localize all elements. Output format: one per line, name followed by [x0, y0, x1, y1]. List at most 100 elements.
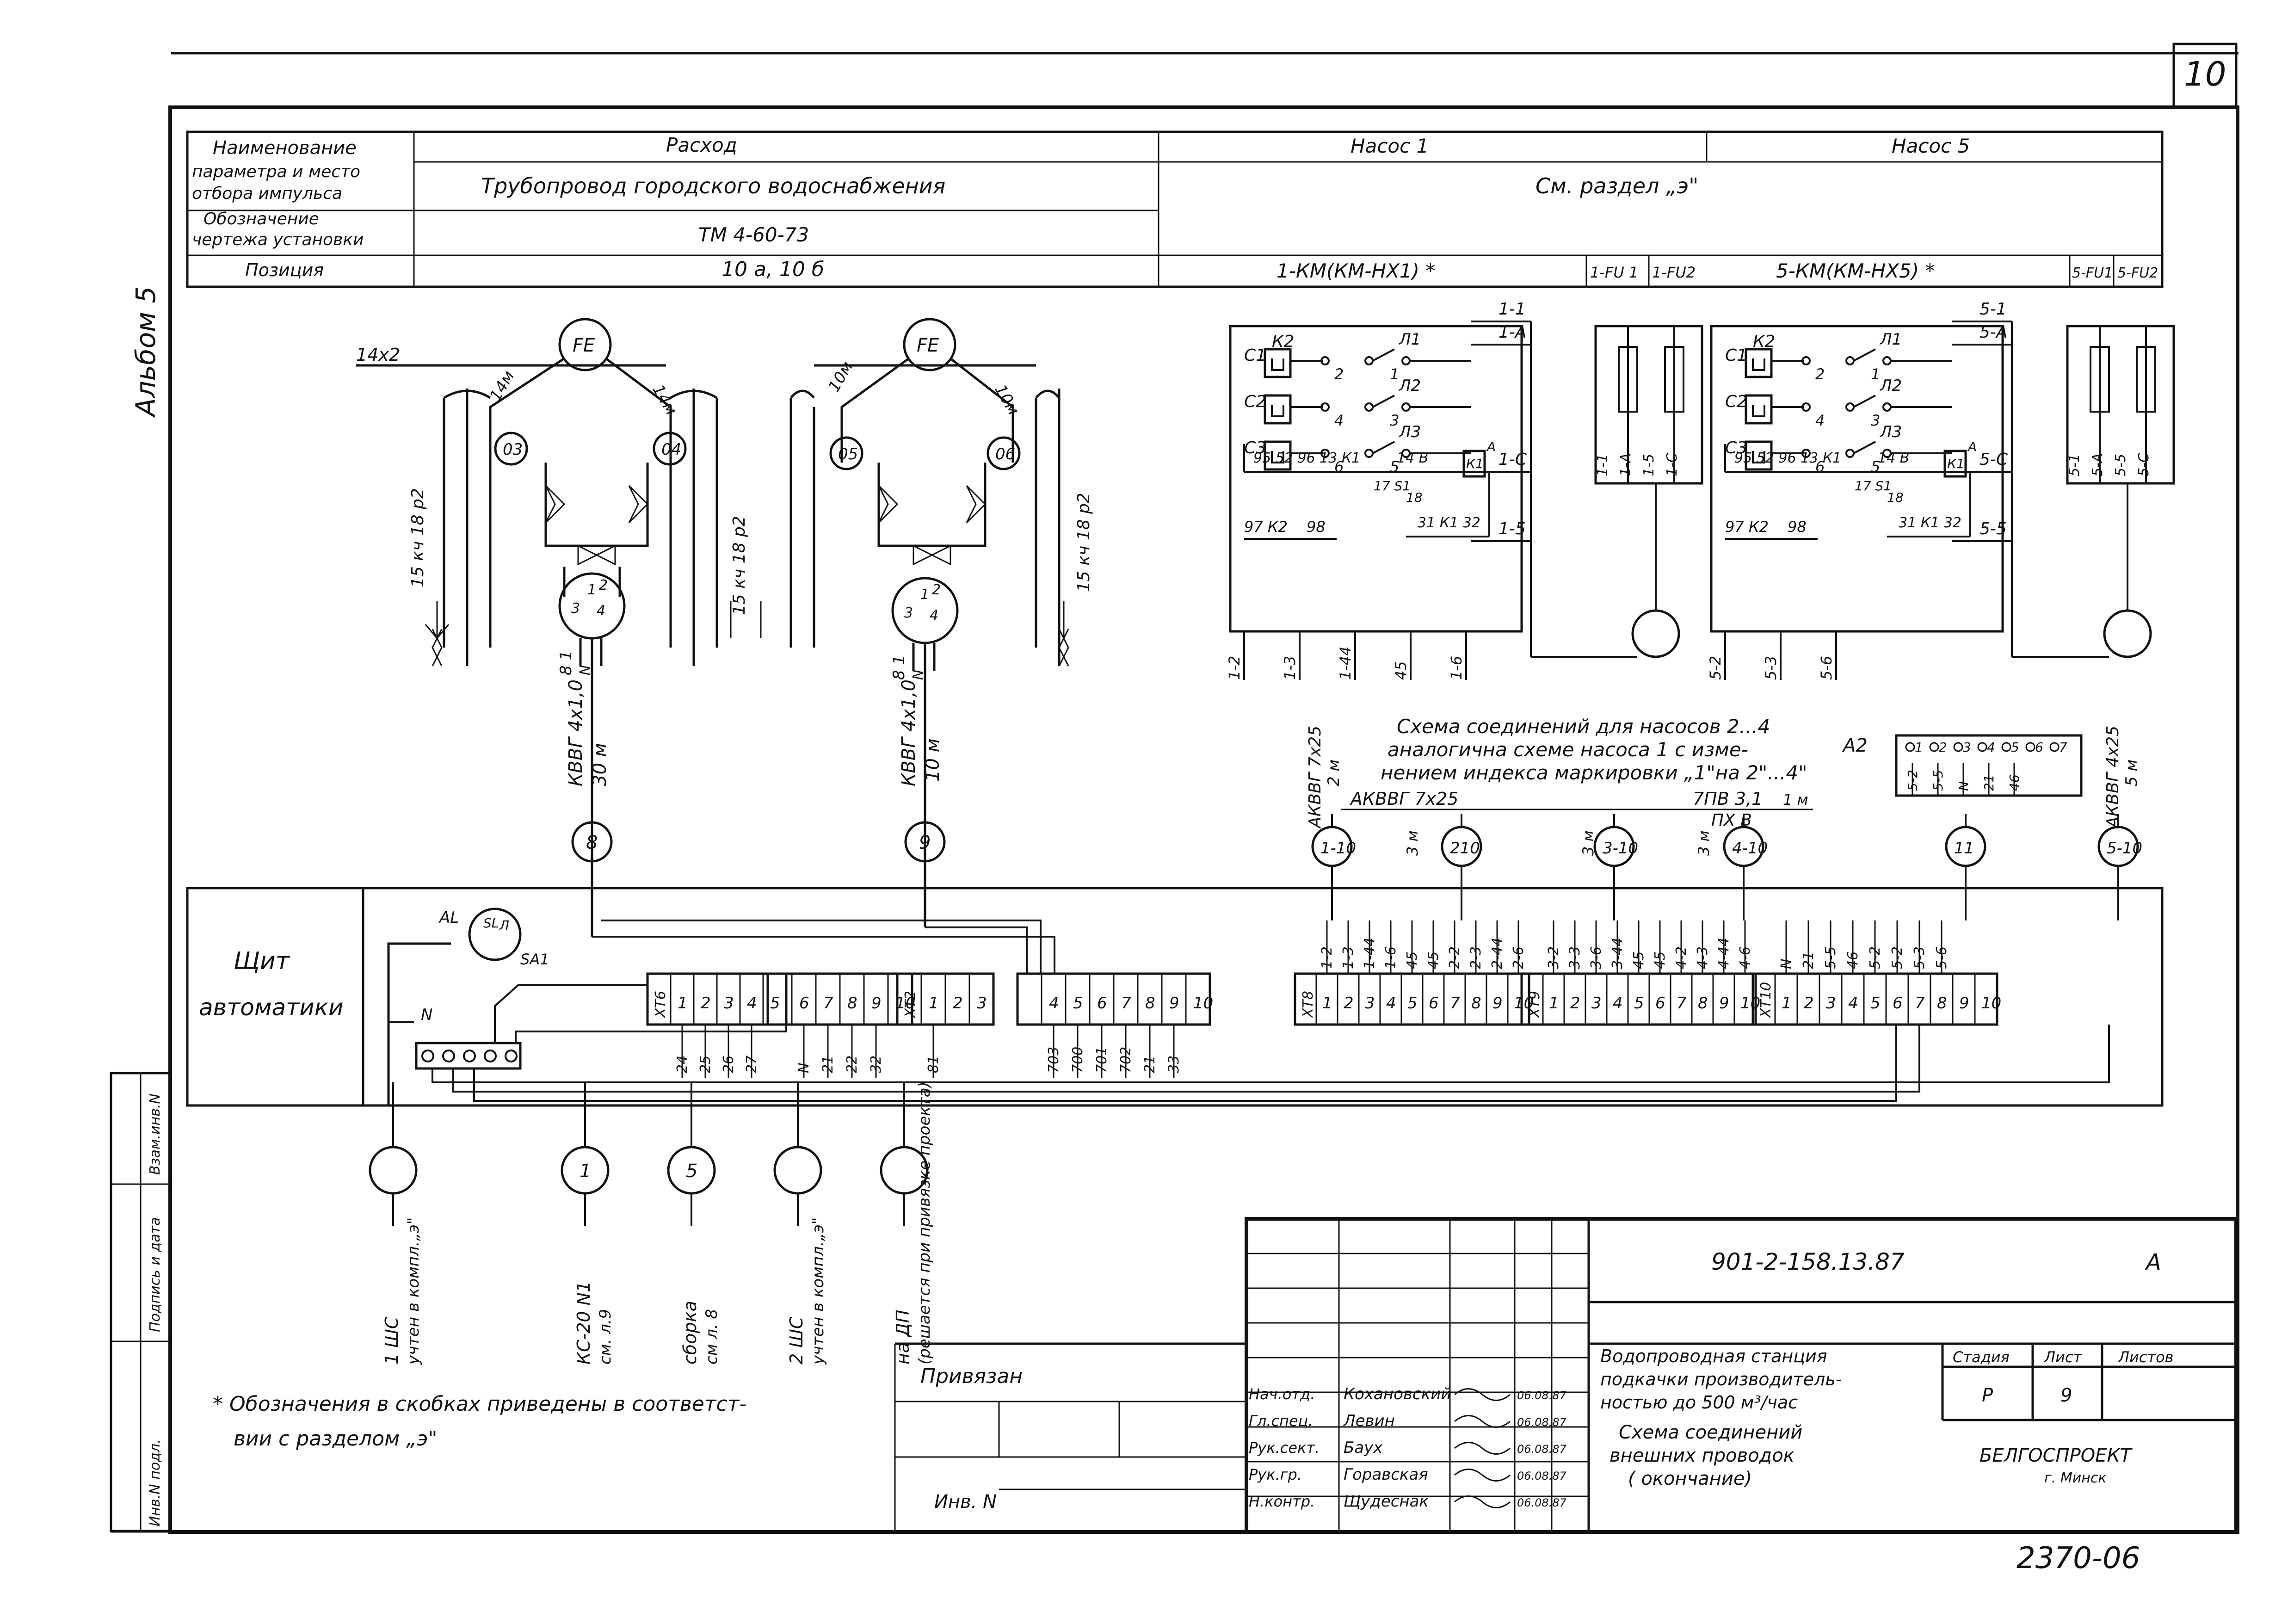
strip-terminal-label: 10: [1981, 994, 2001, 1013]
out-label: 1-1: [1498, 300, 1526, 319]
tb-archive: 2370-06: [2016, 1541, 2140, 1575]
starter-box: [1710, 325, 2004, 633]
valve-05: [829, 436, 863, 470]
fuse-block-label: 5-1: [2066, 454, 2083, 476]
a2-terminal-label: 3: [1963, 740, 1971, 755]
param-value: Трубопровод городского водоснабжения: [481, 173, 945, 198]
strip-bottom-label: 702: [1118, 1047, 1134, 1073]
tb-role: Рук.гр.: [1249, 1466, 1302, 1483]
drawing-value: ТМ 4-60-73: [698, 223, 809, 246]
footnote-line-2: вии с разделом „э": [234, 1427, 437, 1451]
fuse-block: [1594, 325, 1703, 485]
strip-terminal-label: 1: [678, 994, 688, 1013]
pump5-fu1: 5-FU1: [2072, 265, 2113, 281]
strip-top-label: 1-6: [1383, 946, 1399, 969]
flow-assembly-left: FE 14x2 14м 14м 03 04 1 2 3 4 15 кч 18 р…: [356, 318, 762, 920]
fuse-block-label: 1-5: [1641, 454, 1657, 476]
strip-terminal-label: 5: [1407, 994, 1418, 1013]
strip-top-label: 5-2: [1867, 946, 1883, 969]
sheet-frame: 10: [111, 43, 2239, 1534]
strip-terminal-label: 1: [1549, 994, 1559, 1013]
tb-signature: [1454, 1388, 1511, 1401]
strip-bottom-label: 24: [674, 1056, 691, 1073]
note-line-1: Схема соединений для насосов 2...4: [1397, 715, 1770, 738]
thermal-heater: [1271, 405, 1284, 417]
l-label: Л3: [1398, 423, 1421, 441]
l-label: Л1: [1398, 330, 1421, 349]
strip-terminal-label: 6: [1893, 994, 1903, 1013]
valve-03-label: 03: [503, 440, 523, 459]
drain-label-left: 15 кч 18 р2: [408, 488, 427, 587]
a2-wire-label: N: [1956, 781, 1971, 791]
l-label: Л3: [1879, 423, 1902, 441]
a2-wire-label: 5-2: [1905, 770, 1920, 791]
tb-name: Баух: [1344, 1439, 1383, 1457]
port-r2: 2: [932, 582, 941, 598]
thermal-element: [1264, 348, 1292, 378]
top-cable-circle: [1945, 826, 1986, 867]
tb-signature: [1454, 1415, 1511, 1428]
port-r4: 4: [930, 607, 938, 624]
strip-terminal-label: 3: [1826, 994, 1836, 1013]
strip-terminal-label: 10: [1514, 994, 1534, 1013]
pump1-position: 1-КМ(КМ-НХ1) *: [1276, 259, 1435, 282]
strip-top-label: 2-3: [1468, 946, 1484, 969]
strip-terminal-label: 8: [1698, 994, 1708, 1013]
strip-terminal-label: 3: [977, 994, 987, 1013]
tb-sheet-label: Лист: [2044, 1348, 2082, 1366]
row-label-designation: Обозначение: [204, 210, 319, 228]
c-label: C3: [1725, 438, 1747, 457]
top-cable-circle: [1723, 826, 1764, 867]
thermal-heater: [1752, 451, 1765, 463]
cable-circle-9-label: 9: [919, 832, 931, 853]
see-section: См. раздел „э": [1536, 173, 1698, 198]
fe-left-label: FE: [573, 335, 595, 356]
bottom-cable-circle: [773, 1146, 822, 1195]
drain-label-right: 15 кч 18 р2: [730, 516, 749, 615]
contact-blade: [1853, 395, 1876, 408]
bottom-cable-line1: сборка: [680, 1301, 700, 1365]
tb-name: Кохановский: [1344, 1385, 1451, 1403]
a2-terminal-label: 5: [2011, 740, 2019, 755]
k2-label: К2: [1272, 332, 1294, 351]
bottom-cable-line2: (решается при привязке проекта): [915, 1081, 934, 1365]
terminal-dot: [1801, 402, 1811, 412]
terminal-dot: [1364, 356, 1374, 365]
strip-top-label: 45: [1631, 951, 1647, 969]
terminal-dot: [1401, 402, 1411, 412]
thermal-row: 95 52 96 13 К1: [1253, 450, 1360, 466]
bottom-cable-line1: на ДП: [893, 1310, 913, 1365]
strip-terminal-label: 9: [871, 994, 882, 1013]
top-cable-label: 11: [1954, 839, 1974, 858]
contact-num: 2: [1334, 365, 1344, 383]
tb-code: 901-2-158.13.87: [1711, 1248, 1905, 1275]
bottom-cable-line2: учтен в компл.„э": [404, 1217, 423, 1365]
strip-bottom-label: 27: [744, 1056, 760, 1073]
side-vzam: Взам.инв.N: [147, 1093, 163, 1175]
sensor-n-right: N: [910, 670, 926, 680]
note-line-2: аналогична схеме насоса 1 с изме-: [1388, 738, 1748, 761]
down-wire-label: 45: [1392, 661, 1410, 680]
bottom-cable-line2: учтен в компл.„э": [809, 1217, 827, 1365]
cable-right: КВВГ 4х1,0: [898, 679, 919, 786]
lamp-al: [468, 908, 522, 961]
bottom-left: 97 К2: [1725, 518, 1769, 536]
cable-5-10: АКВВГ 4х25: [2103, 726, 2122, 829]
port-3: 3: [571, 600, 580, 617]
bottom-cable-line2: см. л.9: [596, 1309, 615, 1365]
tb-sheet-2: внешних проводок: [1610, 1445, 1794, 1466]
port-1: 1: [587, 582, 596, 598]
fe-right-label: FE: [917, 335, 939, 356]
contact-blade: [1372, 395, 1395, 408]
thermal-element: [1745, 440, 1773, 471]
strip-top-label: 4-3: [1695, 946, 1711, 969]
strip-terminal-label: 7: [1677, 994, 1687, 1013]
cable-circle-8-label: 8: [586, 832, 598, 853]
bottom-cable-line1: 2 ШС: [786, 1316, 807, 1365]
strip-terminal-label: 8: [1145, 994, 1155, 1013]
relay-label: К1: [1947, 456, 1965, 471]
bottom-cable-circle: [369, 1146, 418, 1195]
fuse-block-label: 5-А: [2090, 453, 2106, 476]
